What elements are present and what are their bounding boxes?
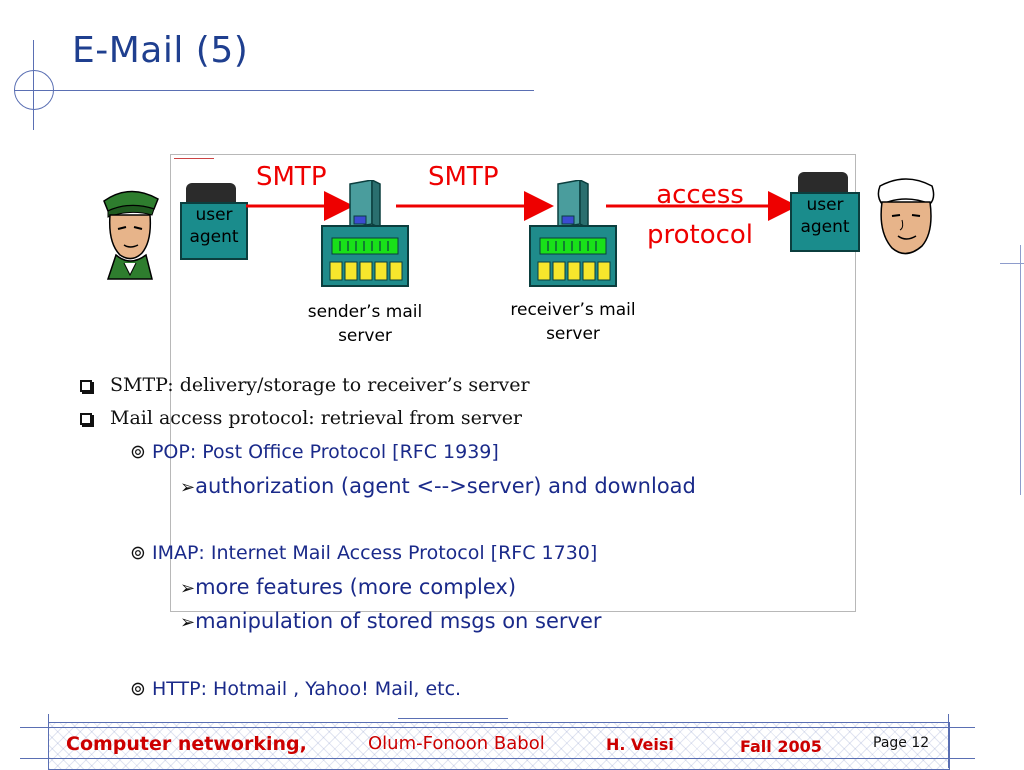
sender-server-caption: sender’s mail server: [280, 300, 450, 348]
smtp-label-2: SMTP: [428, 162, 499, 192]
slide-title: E-Mail (5): [72, 30, 249, 71]
user-agent-right-line1: user: [806, 195, 844, 215]
footer-page-number: Page 12: [873, 735, 930, 751]
receiver-server-caption-line2: server: [546, 324, 600, 344]
bullet-imap-text: IMAP: Internet Mail Access Protocol [RFC…: [151, 542, 598, 564]
footer-course: Computer networking,: [66, 733, 307, 755]
access-protocol-label: access protocol: [640, 175, 760, 255]
receiver-server-caption: receiver’s mail server: [488, 298, 658, 346]
footer-right-rule: [948, 714, 949, 768]
footer-decor-line: [398, 718, 508, 719]
user-agent-right-line2: agent: [800, 217, 850, 237]
footer-term: Fall 2005: [740, 737, 822, 756]
user-agent-left-line2: agent: [189, 227, 239, 247]
bullet-pop-sub: ➢authorization (agent <-->server) and do…: [180, 474, 696, 498]
access-protocol-line1: access: [656, 180, 744, 210]
square-bullet-icon: [80, 380, 92, 392]
sender-server-caption-line1: sender’s mail: [307, 302, 423, 322]
title-underline: [14, 90, 534, 91]
receiver-mail-server-icon: [529, 180, 617, 287]
arrow-bullet-icon: ➢: [180, 578, 196, 599]
user-agent-left-line1: user: [195, 205, 233, 225]
receiver-server-caption-line1: receiver’s mail: [510, 300, 636, 320]
footer-band: [48, 722, 950, 770]
diagram-corner-mark: [174, 158, 214, 163]
smtp-arrows: [246, 191, 798, 221]
sender-person-icon: [103, 190, 159, 280]
right-decor-tick: [1000, 263, 1024, 264]
footer-school: Olum-Fonoon Babol: [368, 733, 545, 754]
square-bullet-icon: [80, 413, 92, 425]
bullet-imap-sub2-text: manipulation of stored msgs on server: [195, 609, 602, 633]
sender-server-caption-line2: server: [338, 326, 392, 346]
bullet-smtp: SMTP: delivery/storage to receiver’s ser…: [80, 374, 530, 396]
arrow-bullet-icon: ➢: [180, 477, 196, 498]
bullet-pop-text: POP: Post Office Protocol [RFC 1939]: [151, 441, 499, 463]
sender-mail-server-icon: [321, 180, 409, 287]
bullet-pop-sub-text: authorization (agent <-->server) and dow…: [195, 474, 696, 498]
bullet-access-text: Mail access protocol: retrieval from ser…: [110, 407, 523, 429]
smtp-label-1: SMTP: [256, 162, 327, 192]
bullet-http: ⊚ HTTP: Hotmail , Yahoo! Mail, etc.: [130, 678, 461, 700]
footer-left-rule: [48, 714, 49, 768]
user-agent-right: user agent: [790, 192, 860, 252]
right-decor-line: [1020, 245, 1021, 495]
bullet-access: Mail access protocol: retrieval from ser…: [80, 407, 522, 429]
bullet-imap-sub2: ➢manipulation of stored msgs on server: [180, 609, 602, 633]
bullet-imap: ⊚ IMAP: Internet Mail Access Protocol [R…: [130, 542, 597, 564]
user-agent-left: user agent: [180, 202, 248, 260]
footer-author: H. Veisi: [606, 735, 674, 754]
access-protocol-line2: protocol: [646, 220, 754, 250]
bullet-http-text: HTTP: Hotmail , Yahoo! Mail, etc.: [151, 678, 462, 700]
footer-bottom-rule: [20, 758, 975, 759]
circle-bullet-icon: ⊚: [130, 441, 152, 463]
bullet-smtp-text: SMTP: delivery/storage to receiver’s ser…: [110, 374, 530, 396]
circle-bullet-icon: ⊚: [130, 678, 152, 700]
bullet-pop: ⊚ POP: Post Office Protocol [RFC 1939]: [130, 441, 499, 463]
bullet-imap-sub1-text: more features (more complex): [195, 575, 517, 599]
footer-top-rule: [20, 727, 975, 728]
circle-bullet-icon: ⊚: [130, 542, 152, 564]
receiver-person-icon: [877, 178, 935, 255]
arrow-bullet-icon: ➢: [180, 612, 196, 633]
bullet-imap-sub1: ➢more features (more complex): [180, 575, 516, 599]
diagram-frame: [170, 154, 856, 612]
